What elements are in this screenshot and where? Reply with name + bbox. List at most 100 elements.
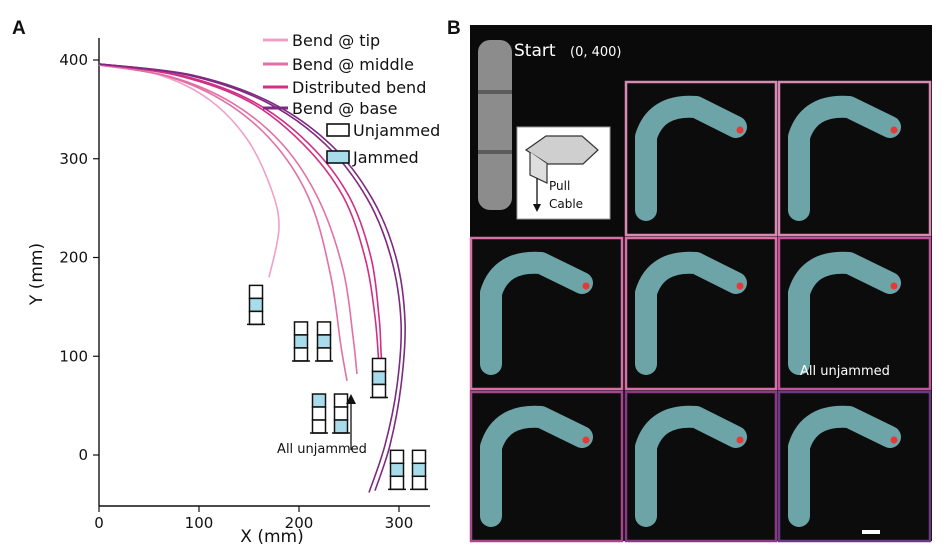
unjammed-annotation: All unjammed <box>277 394 367 457</box>
legend-marker-jammed <box>326 150 350 164</box>
robot-arm <box>480 251 593 375</box>
jam-marker <box>310 393 328 434</box>
scale-bar <box>862 530 880 534</box>
jam-marker-cell <box>389 462 405 478</box>
jam-marker-cell <box>311 393 327 408</box>
legend-marker-unjammed <box>326 123 350 137</box>
pull-cable-inset: Pull Cable <box>516 126 611 220</box>
photo-all-unjammed-label: All unjammed <box>800 364 890 379</box>
photo-start: Start (0, 400) Pull Cable <box>478 40 622 220</box>
photo-grid: Start (0, 400) Pull Cable All unjammed <box>469 25 932 543</box>
arrow-head-icon <box>346 394 356 404</box>
photo-frame <box>777 80 932 237</box>
jam-marker <box>292 321 310 362</box>
start-label: Start <box>514 41 556 61</box>
x-tick-label: 0 <box>94 514 104 532</box>
arm-tip-marker <box>582 436 590 444</box>
segment-icon <box>524 135 599 165</box>
jam-marker-cell <box>293 347 309 362</box>
robot-arm <box>788 95 901 221</box>
robot-arm <box>788 251 901 375</box>
jam-marker-cell <box>311 419 327 434</box>
legend-label-unjammed: Unjammed <box>353 121 440 140</box>
arm-tip-marker <box>736 436 744 444</box>
jam-marker <box>247 284 265 326</box>
x-tick-label: 300 <box>385 514 414 532</box>
arrow-down-icon <box>533 204 541 212</box>
legend: Bend @ tip Bend @ middle Distributed ben… <box>263 31 440 167</box>
arm-tip-marker <box>890 282 898 290</box>
arm-tip-marker <box>736 126 744 134</box>
jam-marker-cell <box>371 370 387 386</box>
jam-marker <box>332 393 350 434</box>
jam-marker-cell <box>316 321 332 336</box>
annotation-text: All unjammed <box>277 442 367 457</box>
panel-a-letter: A <box>12 18 26 39</box>
jam-marker-cell <box>333 393 349 408</box>
x-tick-label: 100 <box>185 514 214 532</box>
arm-tip-marker <box>736 282 744 290</box>
robot-arm <box>635 405 747 527</box>
jam-marker-cell <box>248 284 264 300</box>
jam-marker-cell <box>316 347 332 362</box>
series-curve-0-0 <box>98 64 280 278</box>
series-curve-2-0 <box>98 63 382 394</box>
legend-label-jammed: Jammed <box>352 148 419 167</box>
jam-marker-cell <box>293 321 309 336</box>
arm-tip-marker <box>890 436 898 444</box>
photo-frame <box>777 236 932 391</box>
jam-marker-cell <box>333 406 349 421</box>
photo-frame <box>469 390 624 543</box>
robot-arm-start <box>478 40 512 210</box>
series-curve-2-1 <box>98 63 383 369</box>
arm-tip-marker <box>890 126 898 134</box>
photo-frame <box>624 80 778 237</box>
trajectory-curves <box>98 63 406 493</box>
robot-arm <box>635 95 747 221</box>
jam-marker <box>315 321 333 362</box>
jam-marker <box>388 449 406 491</box>
x-tick-label: 200 <box>285 514 314 532</box>
legend-label-middle: Bend @ middle <box>292 55 414 74</box>
jam-marker-cell <box>371 357 387 373</box>
inset-cable-label: Cable <box>549 197 583 211</box>
legend-label-tip: Bend @ tip <box>292 31 380 50</box>
jam-marker-cell <box>411 449 427 465</box>
photo-frame <box>777 390 932 543</box>
photo-frame <box>469 236 624 391</box>
y-tick-label: 300 <box>59 150 88 168</box>
jam-marker-cell <box>311 406 327 421</box>
y-tick-label: 0 <box>78 446 88 464</box>
jam-marker-cell <box>411 462 427 478</box>
robot-arm <box>635 251 747 375</box>
jam-marker <box>370 357 388 399</box>
x-axis-label: X (mm) <box>240 527 303 547</box>
photo-frame <box>624 236 778 391</box>
jam-marker-cell <box>293 334 309 349</box>
jam-marker-cell <box>316 334 332 349</box>
y-tick-label: 400 <box>59 51 88 69</box>
jam-marker-cell <box>248 297 264 313</box>
legend-label-base: Bend @ base <box>292 99 397 118</box>
jam-marker-cell <box>371 383 387 399</box>
panel-b-letter: B <box>447 18 461 39</box>
jam-marker-cell <box>389 475 405 491</box>
inset-pull-label: Pull <box>549 179 570 193</box>
y-tick-label: 100 <box>59 347 88 365</box>
jam-marker-cell <box>411 475 427 491</box>
series-curve-3-0 <box>98 63 403 493</box>
robot-arm <box>788 405 901 527</box>
series-curve-1-1 <box>98 64 358 375</box>
jam-marker-cell <box>333 419 349 434</box>
x-ticks: 0 100 200 300 <box>94 506 413 532</box>
jam-marker <box>410 449 428 491</box>
jam-marker-cell <box>248 310 264 326</box>
axes <box>98 38 430 507</box>
jam-marker-cell <box>389 449 405 465</box>
series-curve-3-1 <box>98 63 406 491</box>
jam-markers <box>247 284 428 491</box>
robot-arm <box>480 405 593 527</box>
